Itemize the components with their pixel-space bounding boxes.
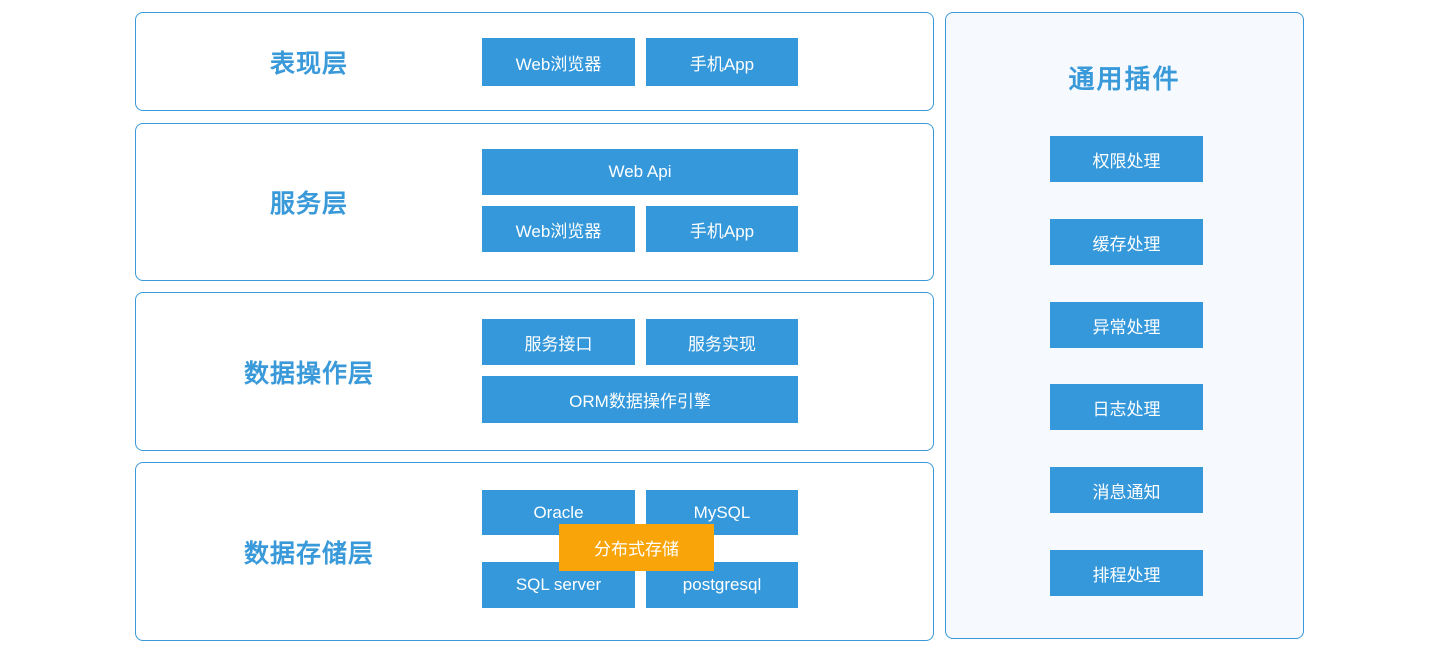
node-distributed-storage: 分布式存储 [559, 524, 714, 571]
node-permission-handling: 权限处理 [1050, 136, 1203, 182]
node-sql-server: SQL server [482, 562, 635, 608]
node-orm-engine: ORM数据操作引擎 [482, 376, 798, 423]
node-cache-handling: 缓存处理 [1050, 219, 1203, 265]
common-plugins-panel: 通用插件 权限处理 缓存处理 异常处理 日志处理 消息通知 排程处理 [945, 12, 1304, 639]
node-oracle: Oracle [482, 490, 635, 535]
node-mobile-app: 手机App [646, 206, 798, 252]
layer-data-operation: 数据操作层 服务接口 服务实现 ORM数据操作引擎 [135, 292, 934, 451]
layer-service: 服务层 Web Api Web浏览器 手机App [135, 123, 934, 281]
node-log-handling: 日志处理 [1050, 384, 1203, 430]
node-schedule-handling: 排程处理 [1050, 550, 1203, 596]
node-message-notification: 消息通知 [1050, 467, 1203, 513]
node-web-api: Web Api [482, 149, 798, 195]
layer-service-label: 服务层 [269, 190, 348, 218]
node-service-implementation: 服务实现 [646, 319, 798, 365]
layer-data-storage: 数据存储层 Oracle MySQL SQL server postgresql… [135, 462, 934, 641]
layer-presentation-label: 表现层 [269, 49, 348, 78]
node-service-interface: 服务接口 [482, 319, 635, 365]
layer-data-storage-label: 数据存储层 [243, 539, 374, 568]
layer-presentation: 表现层 Web浏览器 手机App [135, 12, 934, 111]
node-postgresql: postgresql [646, 562, 798, 608]
node-web-browser: Web浏览器 [482, 38, 635, 86]
node-exception-handling: 异常处理 [1050, 302, 1203, 348]
node-web-browser: Web浏览器 [482, 206, 635, 252]
node-mobile-app: 手机App [646, 38, 798, 86]
layer-data-operation-label: 数据操作层 [243, 359, 374, 388]
plugins-panel-title: 通用插件 [1068, 64, 1181, 94]
